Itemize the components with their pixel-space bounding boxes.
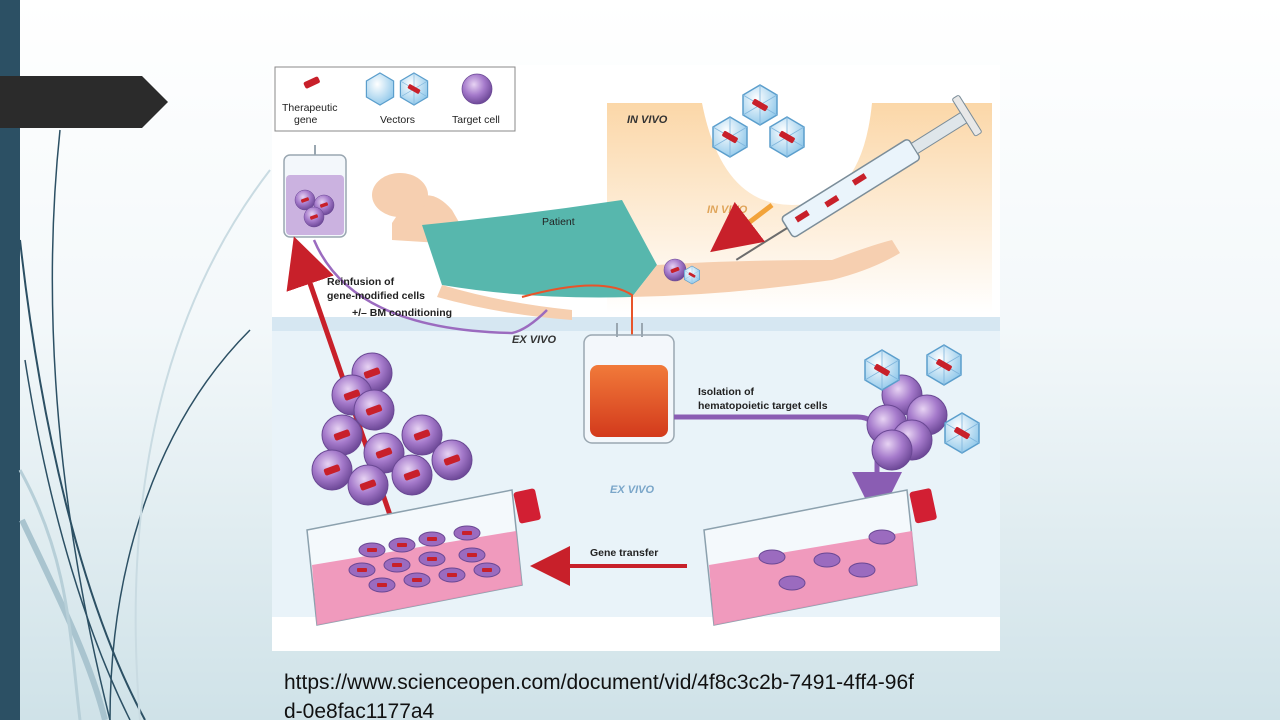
flask-cap-icon xyxy=(909,488,937,524)
cell xyxy=(663,258,687,282)
in-vivo-label: IN VIVO xyxy=(627,114,668,126)
target-cell-icon xyxy=(461,73,493,105)
legend-therapeutic-gene-line2: gene xyxy=(294,114,318,126)
in-vivo-arrow-label: IN VIVO xyxy=(707,204,748,216)
slide-title-tab xyxy=(0,76,168,128)
blood-bag-icon xyxy=(583,323,675,444)
source-link[interactable]: https://www.scienceopen.com/document/vid… xyxy=(284,671,914,723)
ex-vivo-bottom-label: EX VIVO xyxy=(610,484,654,496)
gene-therapy-figure: Therapeutic gene Vectors Target cell IN … xyxy=(272,65,1000,651)
vector-icon xyxy=(365,72,395,106)
isolation-label-line1: Isolation of xyxy=(698,386,755,398)
syringe-icon xyxy=(735,95,982,261)
legend-therapeutic-gene-line1: Therapeutic xyxy=(282,102,337,114)
patient-figure xyxy=(372,173,900,320)
ex-vivo-label: EX VIVO xyxy=(512,334,556,346)
therapeutic-gene-icon xyxy=(303,76,320,89)
reinfusion-label-line1: Reinfusion of xyxy=(327,276,395,288)
decorative-curves xyxy=(18,129,271,720)
in-vivo-injection-arrow xyxy=(710,201,774,253)
legend: Therapeutic gene Vectors Target cell xyxy=(274,66,516,132)
culture-flask-modified xyxy=(306,488,541,626)
reinfusion-tube xyxy=(312,239,548,335)
gene-therapy-diagram: Therapeutic gene Vectors Target cell IN … xyxy=(272,66,1000,626)
reinfusion-label-line3: +/– BM conditioning xyxy=(352,307,452,319)
isolation-label-line2: hematopoietic target cells xyxy=(698,400,828,412)
culture-flask-target xyxy=(703,488,937,626)
reinfusion-label-line2: gene-modified cells xyxy=(327,290,425,302)
slide-left-bar xyxy=(0,0,20,720)
reinfusion-bag-icon xyxy=(283,145,347,238)
gene-transfer-label: Gene transfer xyxy=(590,547,658,559)
flask-cap-icon xyxy=(513,488,541,524)
legend-target-cell: Target cell xyxy=(452,114,500,126)
isolated-cell-cluster xyxy=(864,344,980,471)
blood-draw-tube xyxy=(521,284,633,350)
ex-vivo-divider xyxy=(272,317,1000,331)
legend-vectors: Vectors xyxy=(380,114,415,126)
patient-label: Patient xyxy=(542,216,575,228)
